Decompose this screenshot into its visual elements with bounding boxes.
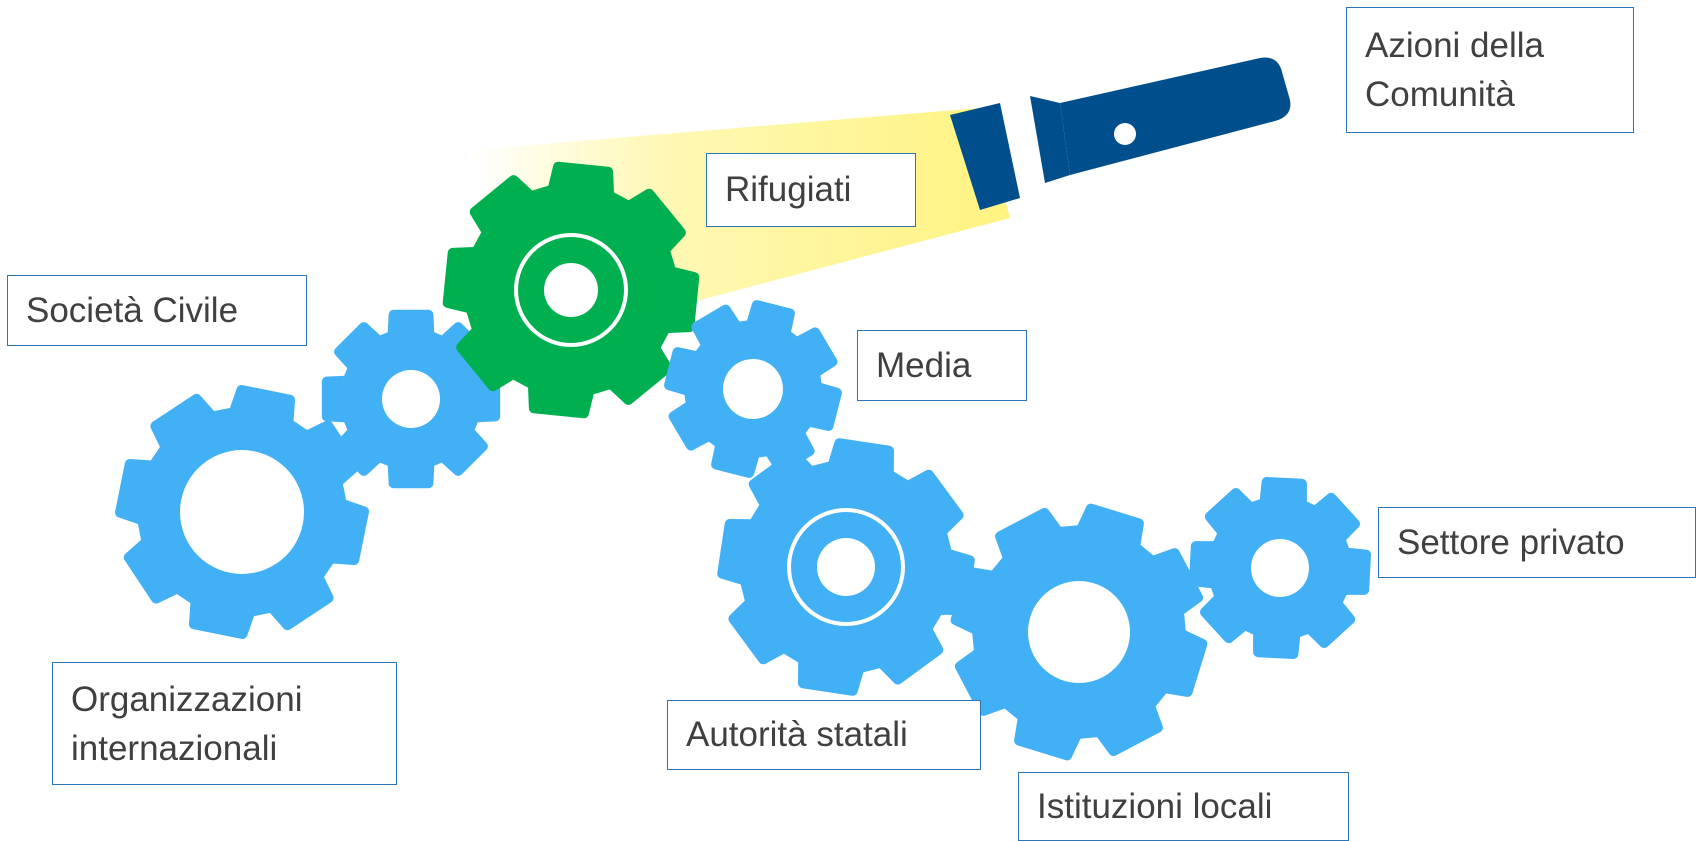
label-media: Media xyxy=(857,330,1027,401)
label-azioni-della-comunita: Azioni della Comunità xyxy=(1346,7,1634,133)
label-societa-civile: Società Civile xyxy=(7,275,307,346)
label-settore-privato: Settore privato xyxy=(1378,507,1696,578)
label-organizzazioni-internazionali: Organizzazioni internazionali xyxy=(52,662,397,785)
gear-icon-organizzazioni xyxy=(115,385,369,639)
gear-icon-autorita xyxy=(717,438,975,696)
label-istituzioni-locali: Istituzioni locali xyxy=(1018,772,1349,841)
gear-icon-media xyxy=(664,300,842,478)
label-autorita-statali: Autorità statali xyxy=(667,700,981,770)
flashlight-icon xyxy=(950,57,1291,210)
gear-icon-istituzioni xyxy=(950,503,1208,761)
gear-icon-settore xyxy=(1189,477,1371,659)
gear-icon-societa xyxy=(321,309,501,489)
gear-icon-rifugiati xyxy=(442,161,700,419)
label-rifugiati: Rifugiati xyxy=(706,153,916,227)
